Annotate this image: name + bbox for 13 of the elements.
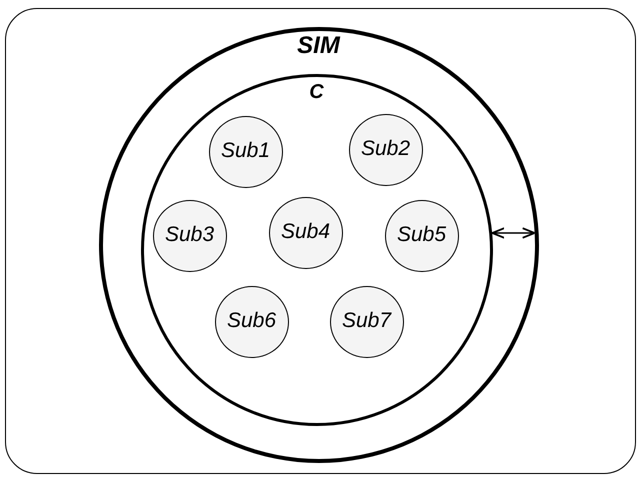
frame-box	[5, 8, 636, 474]
circle-label: Sub6	[226, 308, 278, 332]
circle-label: Sub1	[220, 138, 272, 162]
double-arrow	[491, 227, 536, 239]
circle-label: Sub5	[396, 222, 448, 246]
circle-label: Sub2	[360, 136, 412, 160]
circle-label: Sub7	[340, 308, 393, 332]
circle-label: SIM	[296, 32, 342, 60]
circle-label: Sub3	[164, 222, 216, 246]
circle-label: C	[308, 80, 325, 104]
inner-circle	[140, 74, 492, 426]
outer-circle	[98, 26, 538, 462]
circle-label: Sub4	[280, 220, 332, 244]
